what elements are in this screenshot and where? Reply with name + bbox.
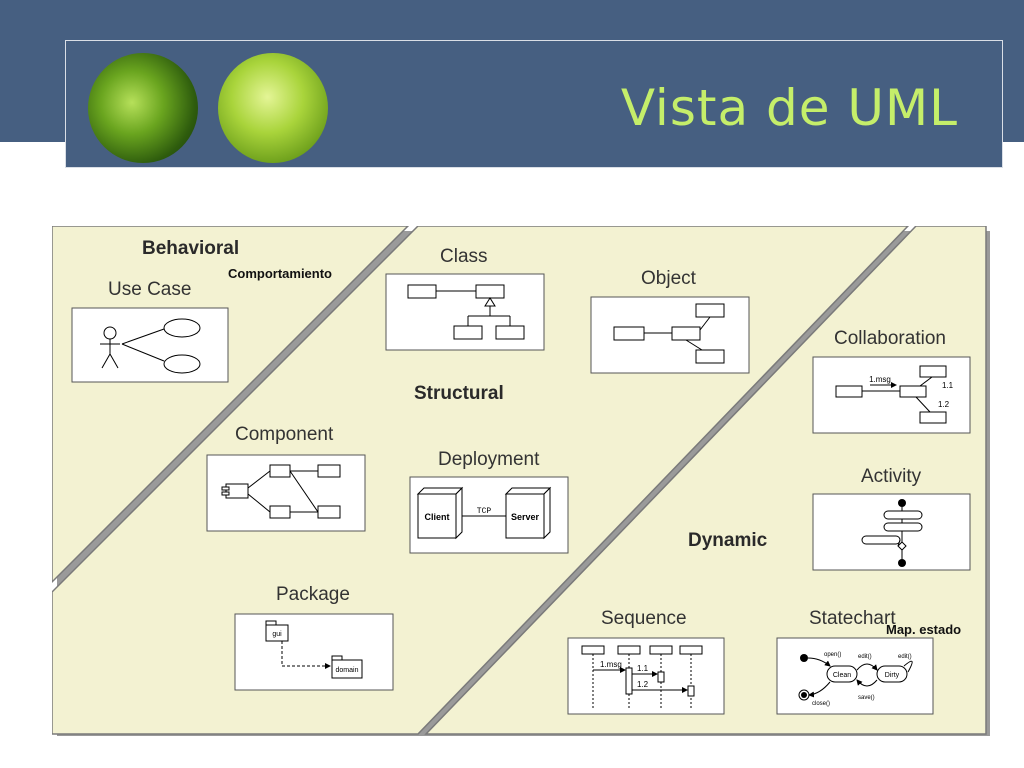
green-leaf-icon xyxy=(88,53,198,163)
msg-1-1-label: 1.1 xyxy=(942,381,954,390)
dynamic-region xyxy=(424,226,987,735)
msg-label: 1.msg xyxy=(869,375,891,384)
state-clean-label: Clean xyxy=(833,672,851,679)
edit-event-label: edit() xyxy=(858,654,872,660)
seq-1-2-label: 1.2 xyxy=(637,680,649,689)
slide-title: Vista de UML xyxy=(620,79,958,137)
statechart-note-label: Map. estado xyxy=(886,622,962,637)
diagram-canvas: Client Server TCP gui domain 1.ms xyxy=(52,226,990,736)
server-node-label: Server xyxy=(511,512,540,522)
edit-self-event-label: edit() xyxy=(898,654,912,660)
state-dirty-label: Dirty xyxy=(885,672,900,679)
class-label: Class xyxy=(440,246,488,267)
dynamic-region-label: Dynamic xyxy=(688,530,768,551)
uml-views-diagram: Client Server TCP gui domain 1.ms xyxy=(52,226,990,736)
gui-package-label: gui xyxy=(272,631,282,638)
use-case-thumbnail xyxy=(71,307,229,383)
package-thumbnail: gui domain xyxy=(234,613,394,691)
object-thumbnail xyxy=(590,296,750,374)
component-label: Component xyxy=(235,424,334,445)
tcp-label: TCP xyxy=(477,507,492,516)
client-node-label: Client xyxy=(424,512,449,522)
sequence-label: Sequence xyxy=(601,608,687,629)
behavioral-region-label: Behavioral xyxy=(142,238,240,259)
domain-package-label: domain xyxy=(336,667,359,674)
collaboration-label: Collaboration xyxy=(834,328,946,349)
collaboration-thumbnail: 1.msg 1.1 1.2 xyxy=(812,356,971,434)
statechart-label: Statechart xyxy=(809,608,896,629)
title-panel: Vista de UML xyxy=(65,40,1003,168)
close-event-label: close() xyxy=(812,701,830,707)
structural-region-label: Structural xyxy=(414,383,504,404)
package-label: Package xyxy=(276,584,350,605)
seq-msg-label: 1.msg xyxy=(600,660,622,669)
green-puzzle-leaf-icon xyxy=(218,53,328,163)
seq-1-1-label: 1.1 xyxy=(637,664,649,673)
class-thumbnail xyxy=(385,273,545,351)
deployment-thumbnail: Client Server TCP xyxy=(409,476,569,554)
open-event-label: open() xyxy=(824,652,841,658)
activity-label: Activity xyxy=(861,466,922,487)
use-case-label: Use Case xyxy=(108,279,192,300)
activity-thumbnail xyxy=(812,493,971,571)
component-thumbnail xyxy=(206,454,366,532)
sequence-thumbnail: 1.msg 1.1 1.2 xyxy=(567,637,725,715)
object-label: Object xyxy=(641,268,696,289)
behavioral-note-label: Comportamiento xyxy=(228,266,332,281)
save-event-label: save() xyxy=(858,695,875,701)
msg-1-2-label: 1.2 xyxy=(938,400,950,409)
statechart-thumbnail: Clean Dirty open() edit() edit() close()… xyxy=(776,637,934,715)
deployment-label: Deployment xyxy=(438,449,540,470)
